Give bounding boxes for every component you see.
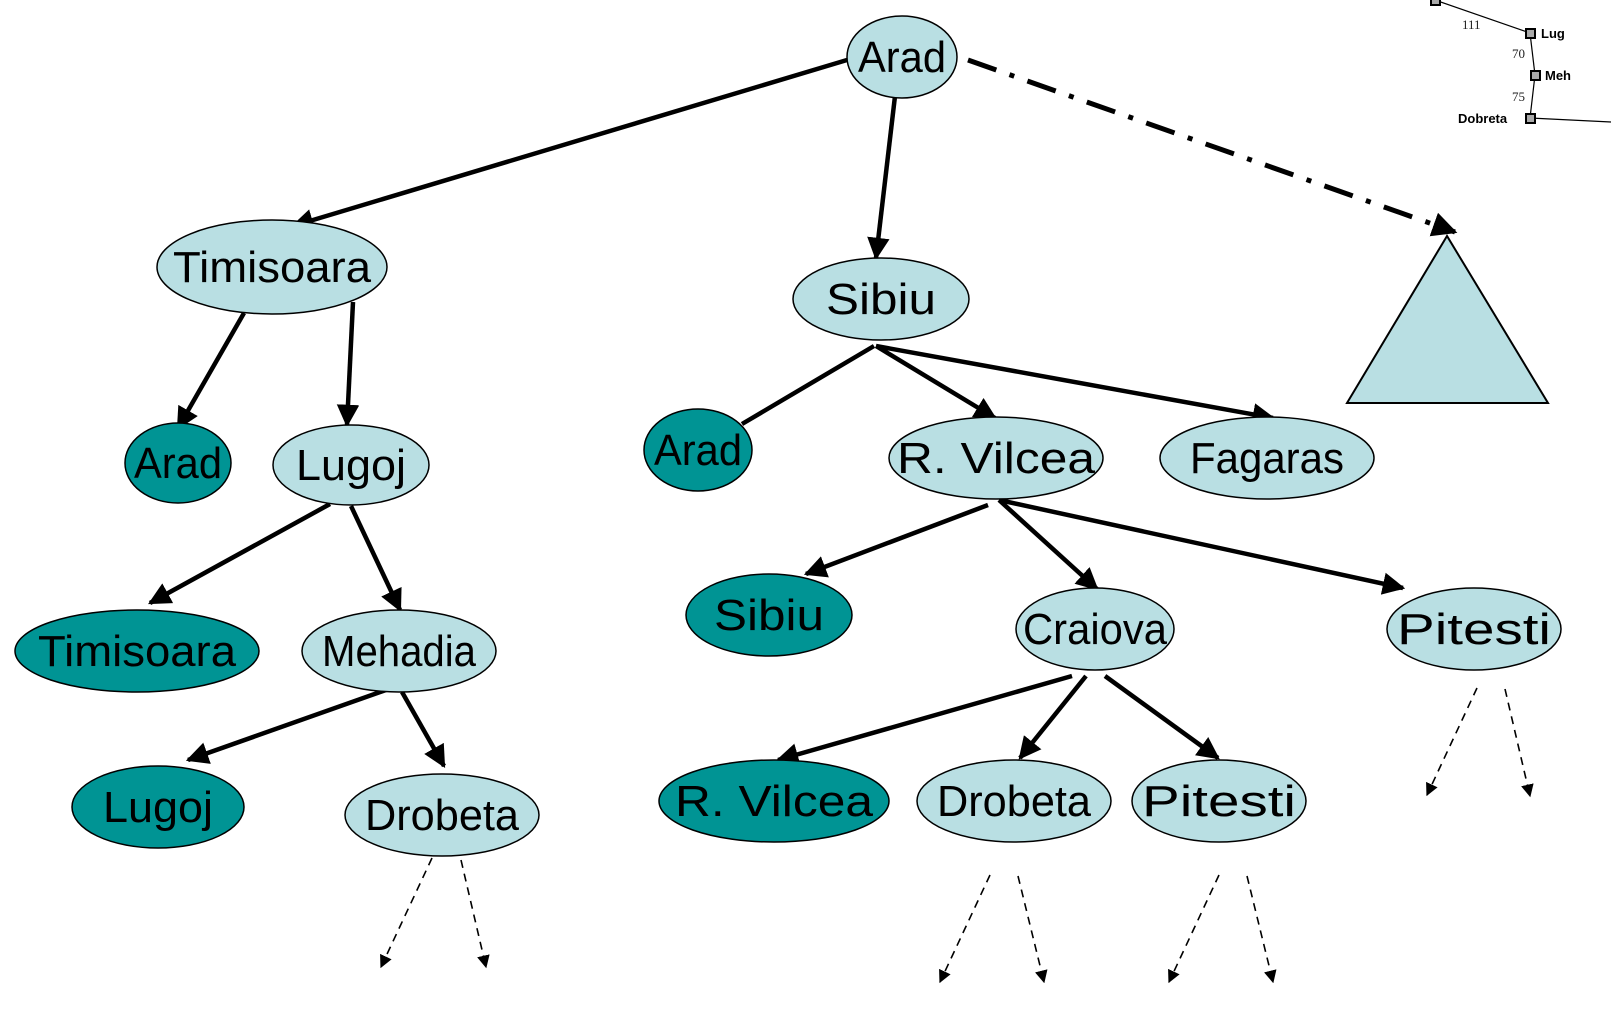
node-ellipse (14, 609, 260, 693)
node-ellipse (1131, 759, 1307, 843)
node-label: Lugoj (296, 441, 406, 490)
node-label: Timisoara (38, 627, 237, 676)
tree-node-drobeta-l4b: Drobeta (916, 759, 1112, 843)
edge-lugoj-to-timisoara-l3 (148, 502, 332, 605)
node-label: Pitesti (1397, 605, 1551, 654)
node-ellipse (846, 15, 958, 99)
map-road (1434, 0, 1531, 34)
node-ellipse (1159, 416, 1375, 500)
map-inset: 111 70 75 Lug Meh Dobreta (1430, 0, 1611, 126)
node-label: Sibiu (826, 275, 936, 324)
node-label: Timisoara (173, 243, 372, 292)
node-ellipse (916, 759, 1112, 843)
edge-rvilcea-to-craiova (997, 498, 1099, 591)
tree-node-sibiu: Sibiu (792, 257, 970, 341)
continuation-arrow-pitesti-l4-0 (1168, 874, 1220, 984)
map-road (1529, 32, 1536, 76)
tree-node-pitesti-l4: Pitesti (1131, 759, 1307, 843)
node-label: Fagaras (1190, 434, 1344, 483)
edge-rvilcea-to-pitesti-l3 (998, 497, 1406, 595)
node-ellipse (1386, 587, 1562, 671)
node-label: Craiova (1023, 605, 1167, 654)
edge-arad-root-to-subtree (967, 57, 1458, 237)
tree-node-arad-l2b: Arad (643, 408, 753, 492)
map-road (1529, 74, 1536, 119)
continuation-arrow-pitesti-l3-1 (1504, 688, 1534, 798)
node-ellipse (658, 759, 890, 843)
node-ellipse (156, 219, 388, 315)
map-distance: 70 (1512, 46, 1525, 61)
node-ellipse (1015, 587, 1175, 671)
tree-node-rvilcea: R. Vilcea (888, 416, 1104, 500)
tree-node-mehadia: Mehadia (301, 609, 497, 693)
edge-timisoara-to-lugoj (336, 301, 360, 428)
tree-node-lugoj: Lugoj (272, 424, 430, 506)
node-ellipse (344, 773, 540, 857)
continuation-arrows (380, 687, 1534, 984)
map-distance: 111 (1462, 17, 1481, 32)
edge-craiova-to-rvilcea-l4 (775, 673, 1073, 766)
node-label: Mehadia (322, 627, 476, 676)
node-label: Drobeta (937, 777, 1092, 826)
node-label: Arad (858, 33, 946, 82)
edge-rvilcea-to-sibiu-l3 (803, 502, 989, 578)
tree-node-arad-l2a: Arad (124, 422, 232, 504)
tree-node-timisoara: Timisoara (156, 219, 388, 315)
edge-craiova-to-drobeta-l4b (1018, 674, 1088, 760)
node-label: Arad (134, 439, 222, 488)
edge-sibiu-to-rvilcea (874, 344, 997, 420)
node-ellipse (685, 573, 853, 657)
map-city-marker (1530, 70, 1541, 81)
tree-node-craiova: Craiova (1015, 587, 1175, 671)
map-road (1529, 117, 1611, 123)
node-label: Lugoj (103, 783, 213, 832)
tree-node-rvilcea-l4: R. Vilcea (658, 759, 890, 843)
map-city-marker (1430, 0, 1441, 6)
map-distance: 75 (1512, 89, 1525, 104)
node-label: R. Vilcea (897, 434, 1096, 483)
continuation-arrow-pitesti-l3-0 (1426, 687, 1478, 797)
node-label: Drobeta (365, 791, 520, 840)
node-ellipse (301, 609, 497, 693)
tree-node-lugoj-l4: Lugoj (71, 765, 245, 849)
node-ellipse (124, 422, 232, 504)
tree-node-drobeta-l4a: Drobeta (344, 773, 540, 857)
edge-timisoara-to-arad-l2a (176, 311, 246, 430)
edge-craiova-to-pitesti-l4 (1103, 674, 1220, 760)
edge-mehadia-to-drobeta-l4a (400, 690, 446, 768)
map-city-marker (1525, 113, 1536, 124)
continuation-arrow-drobeta-l4a-1 (460, 859, 490, 969)
node-ellipse (71, 765, 245, 849)
node-ellipse (888, 416, 1104, 500)
tree-node-timisoara-l3: Timisoara (14, 609, 260, 693)
tree-node-sibiu-l3: Sibiu (685, 573, 853, 657)
edge-lugoj-to-mehadia (348, 505, 403, 613)
node-label: R. Vilcea (675, 777, 874, 826)
continuation-arrow-drobeta-l4a-0 (380, 857, 433, 969)
edge-arad-root-to-timisoara (290, 57, 848, 231)
node-label: Arad (654, 426, 742, 475)
edge-sibiu-to-arad-l2b (740, 344, 876, 426)
edge-sibiu-to-fagaras (875, 343, 1276, 426)
map-city-label: Meh (1545, 68, 1571, 83)
continuation-arrow-drobeta-l4b-0 (939, 874, 991, 984)
tree-node-arad-root: Arad (846, 15, 958, 99)
node-label: Pitesti (1142, 777, 1296, 826)
node-ellipse (792, 257, 970, 341)
node-ellipse (643, 408, 753, 492)
map-city-label: Dobreta (1458, 111, 1508, 126)
node-label: Sibiu (714, 591, 824, 640)
node-ellipse (272, 424, 430, 506)
edge-mehadia-to-lugoj-l4 (185, 687, 387, 764)
map-city-label: Lug (1541, 26, 1565, 41)
continuation-arrow-drobeta-l4b-1 (1017, 875, 1048, 984)
collapsed-subtree-triangle (1345, 234, 1550, 404)
tree-edges (148, 57, 1458, 768)
tree-node-pitesti-l3: Pitesti (1386, 587, 1562, 671)
continuation-arrow-pitesti-l4-1 (1246, 875, 1277, 984)
tree-node-fagaras: Fagaras (1159, 416, 1375, 500)
map-city-marker (1525, 28, 1536, 39)
